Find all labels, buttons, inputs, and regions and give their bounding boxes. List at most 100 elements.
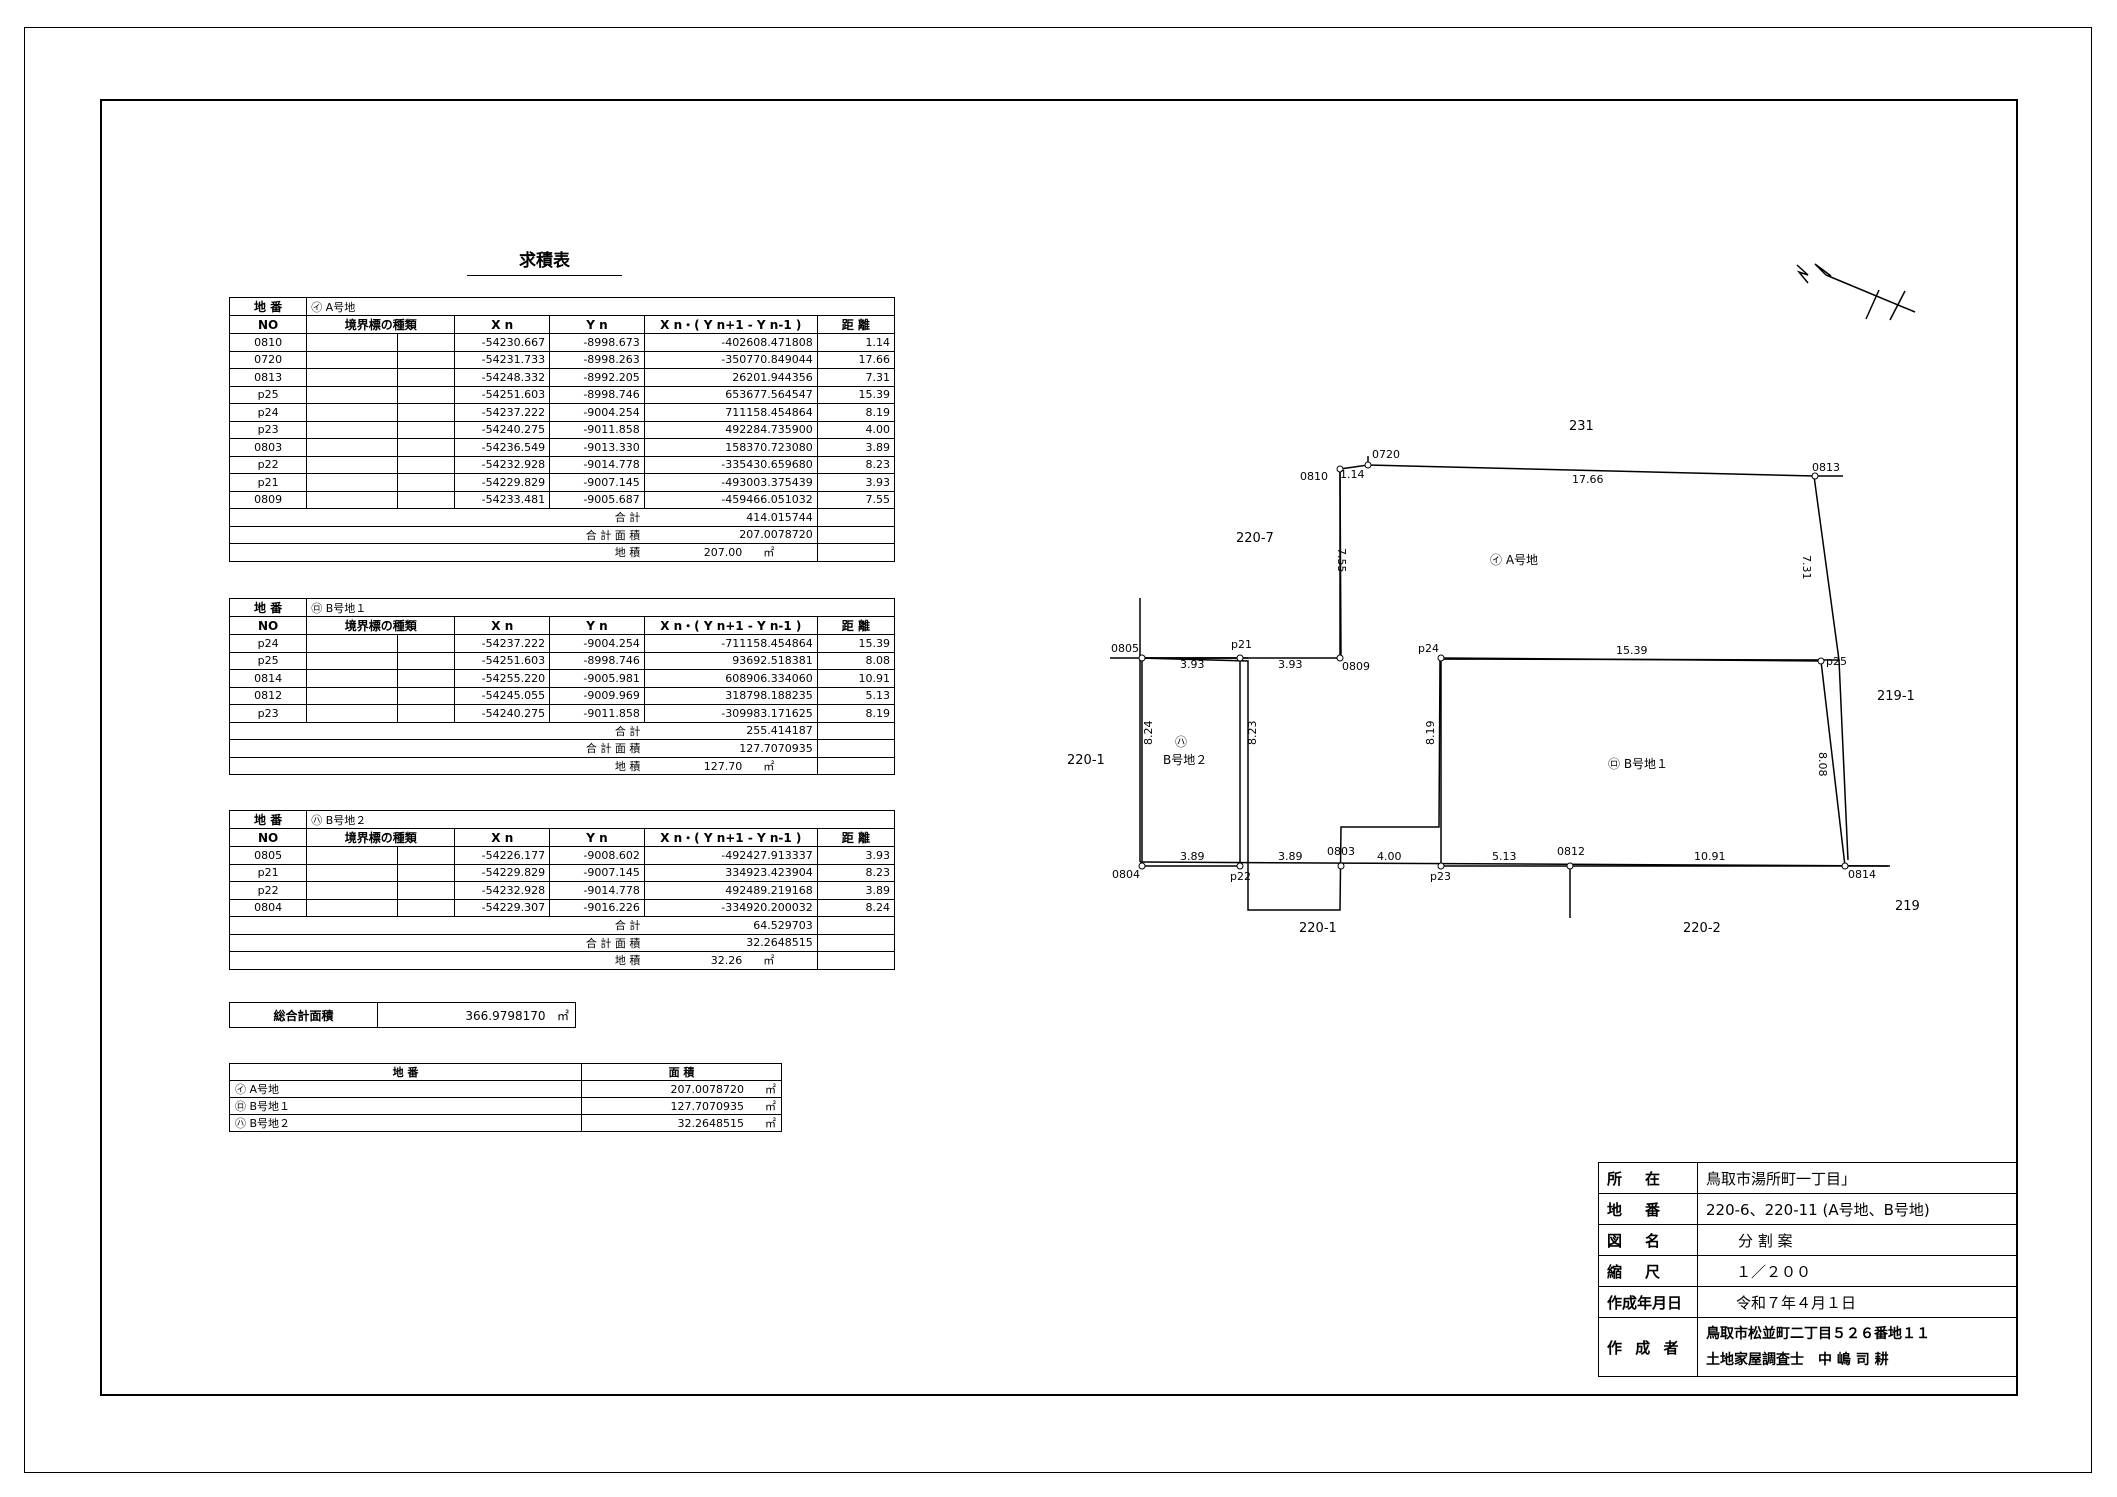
- table-cell: 93692.518381: [643, 651, 818, 670]
- parcel-219-1: 219-1: [1877, 689, 1915, 704]
- table-cell: 7.31: [816, 368, 896, 387]
- dist-0804-p22: 3.89: [1180, 850, 1205, 863]
- north-arrow-icon: [1796, 263, 1916, 321]
- point-0813: 0813: [1812, 461, 1840, 474]
- vertex-markers: [1138, 461, 1849, 870]
- column-header: X n・( Y n+1 - Y n-1 ): [643, 315, 818, 334]
- sum-value: 64.529703: [644, 916, 818, 935]
- point-p22: p22: [1230, 870, 1251, 883]
- table-cell: -54240.275: [454, 420, 551, 439]
- dist-p21-p22: 8.23: [1246, 721, 1259, 746]
- table-cell: -54251.603: [454, 651, 551, 670]
- unit: ㎡: [763, 546, 775, 560]
- column-header: NO: [228, 616, 308, 635]
- dist-p25-0814: 8.08: [1816, 752, 1829, 777]
- author-address: 鳥取市松並町二丁目５２６番地１１: [1706, 1326, 1930, 1342]
- unit: ㎡: [763, 954, 775, 968]
- grand-total-table: 総合計面積 366.9798170 ㎡: [229, 1002, 576, 1028]
- lot-area-label: 地 積: [229, 543, 645, 562]
- column-header: NO: [228, 828, 308, 847]
- table-cell: 8.19: [816, 704, 896, 723]
- dist-p21-0809: 3.93: [1278, 658, 1303, 671]
- table-cell: -459466.051032: [643, 490, 818, 509]
- parcel-231: 231: [1569, 419, 1594, 434]
- dist-p22-0803: 3.89: [1278, 850, 1303, 863]
- area-label: 合 計 面 積: [229, 739, 645, 758]
- unit: ㎡: [763, 759, 775, 773]
- outer-frame: [24, 27, 2092, 1473]
- table-cell: -54232.928: [454, 455, 551, 474]
- parcel-220-1-left: 220-1: [1067, 753, 1105, 768]
- lot-label: 地 番: [228, 810, 308, 829]
- drawing-name-value: 分 割 案: [1697, 1224, 2017, 1256]
- column-header: X n: [454, 315, 551, 334]
- table-cell: 0812: [228, 686, 308, 705]
- table-cell: -54226.177: [454, 846, 551, 865]
- dist-0809-0810: 7.55: [1335, 548, 1348, 573]
- inner-frame: [100, 99, 2018, 1396]
- table-cell: 608906.334060: [643, 669, 818, 688]
- author-name: 土地家屋調査士 中 嶋 司 耕: [1706, 1352, 1889, 1368]
- table-cell: -8992.205: [549, 368, 645, 387]
- point-p23: p23: [1430, 870, 1451, 883]
- dist-0813-p25: 7.31: [1800, 555, 1813, 580]
- unit: ㎡: [765, 1100, 776, 1113]
- lot-boundaries: [1110, 456, 1891, 918]
- dist-0805-0804: 8.24: [1142, 721, 1155, 746]
- unit: ㎡: [765, 1117, 776, 1130]
- table-cell: -54237.222: [454, 634, 551, 653]
- dist-0720-0813: 17.66: [1572, 473, 1604, 486]
- table-cell: -54232.928: [454, 881, 551, 900]
- summary-area: 32.2648515: [677, 1117, 745, 1130]
- table-cell: 0805: [228, 846, 308, 865]
- dist-0803-p23: 4.00: [1377, 850, 1402, 863]
- table-cell: 492489.219168: [643, 881, 818, 900]
- parcel-219: 219: [1895, 899, 1920, 914]
- location-label: 所 在: [1598, 1162, 1698, 1194]
- date-value: 令和７年４月１日: [1697, 1286, 2017, 1318]
- lot-area-label: 地 積: [229, 756, 645, 775]
- summary-area-cell: 32.2648515 ㎡: [581, 1114, 782, 1132]
- dist-p24-p25: 15.39: [1616, 644, 1648, 657]
- unit: ㎡: [765, 1083, 776, 1096]
- column-header: 境界標の種類: [306, 315, 456, 334]
- grand-total-value: 366.9798170: [465, 1008, 546, 1023]
- point-0805: 0805: [1111, 642, 1139, 655]
- column-header: X n: [454, 828, 551, 847]
- point-0814: 0814: [1848, 868, 1876, 881]
- column-header: Y n: [549, 828, 645, 847]
- table-cell: 1.14: [816, 333, 896, 352]
- column-header: X n: [454, 616, 551, 635]
- grand-total-unit: ㎡: [556, 1008, 569, 1023]
- table-cell: -9004.254: [549, 634, 645, 653]
- lot-b2-label: B号地２: [1163, 753, 1207, 767]
- summary-lot: ㋩ B号地２: [229, 1114, 582, 1132]
- table-cell: 653677.564547: [643, 385, 818, 404]
- lot-area-value: 207.00: [703, 546, 743, 560]
- table-cell: -54251.603: [454, 385, 551, 404]
- lot-area-label: 地 積: [229, 951, 645, 970]
- lot-b2-mark: ㋩: [1175, 735, 1187, 749]
- summary-area: 127.7070935: [670, 1100, 745, 1113]
- point-0804: 0804: [1112, 868, 1140, 881]
- point-p24: p24: [1418, 642, 1439, 655]
- table-cell: 15.39: [816, 385, 896, 404]
- table-cell: 8.08: [816, 651, 896, 670]
- lot-area-value: 127.70: [703, 759, 743, 773]
- dist-0812-0814: 10.91: [1694, 850, 1726, 863]
- column-header: X n・( Y n+1 - Y n-1 ): [643, 828, 818, 847]
- column-header: 距 離: [816, 616, 896, 635]
- table-cell: -54255.220: [454, 669, 551, 688]
- point-0720: 0720: [1372, 448, 1400, 461]
- date-label: 作成年月日: [1598, 1286, 1698, 1318]
